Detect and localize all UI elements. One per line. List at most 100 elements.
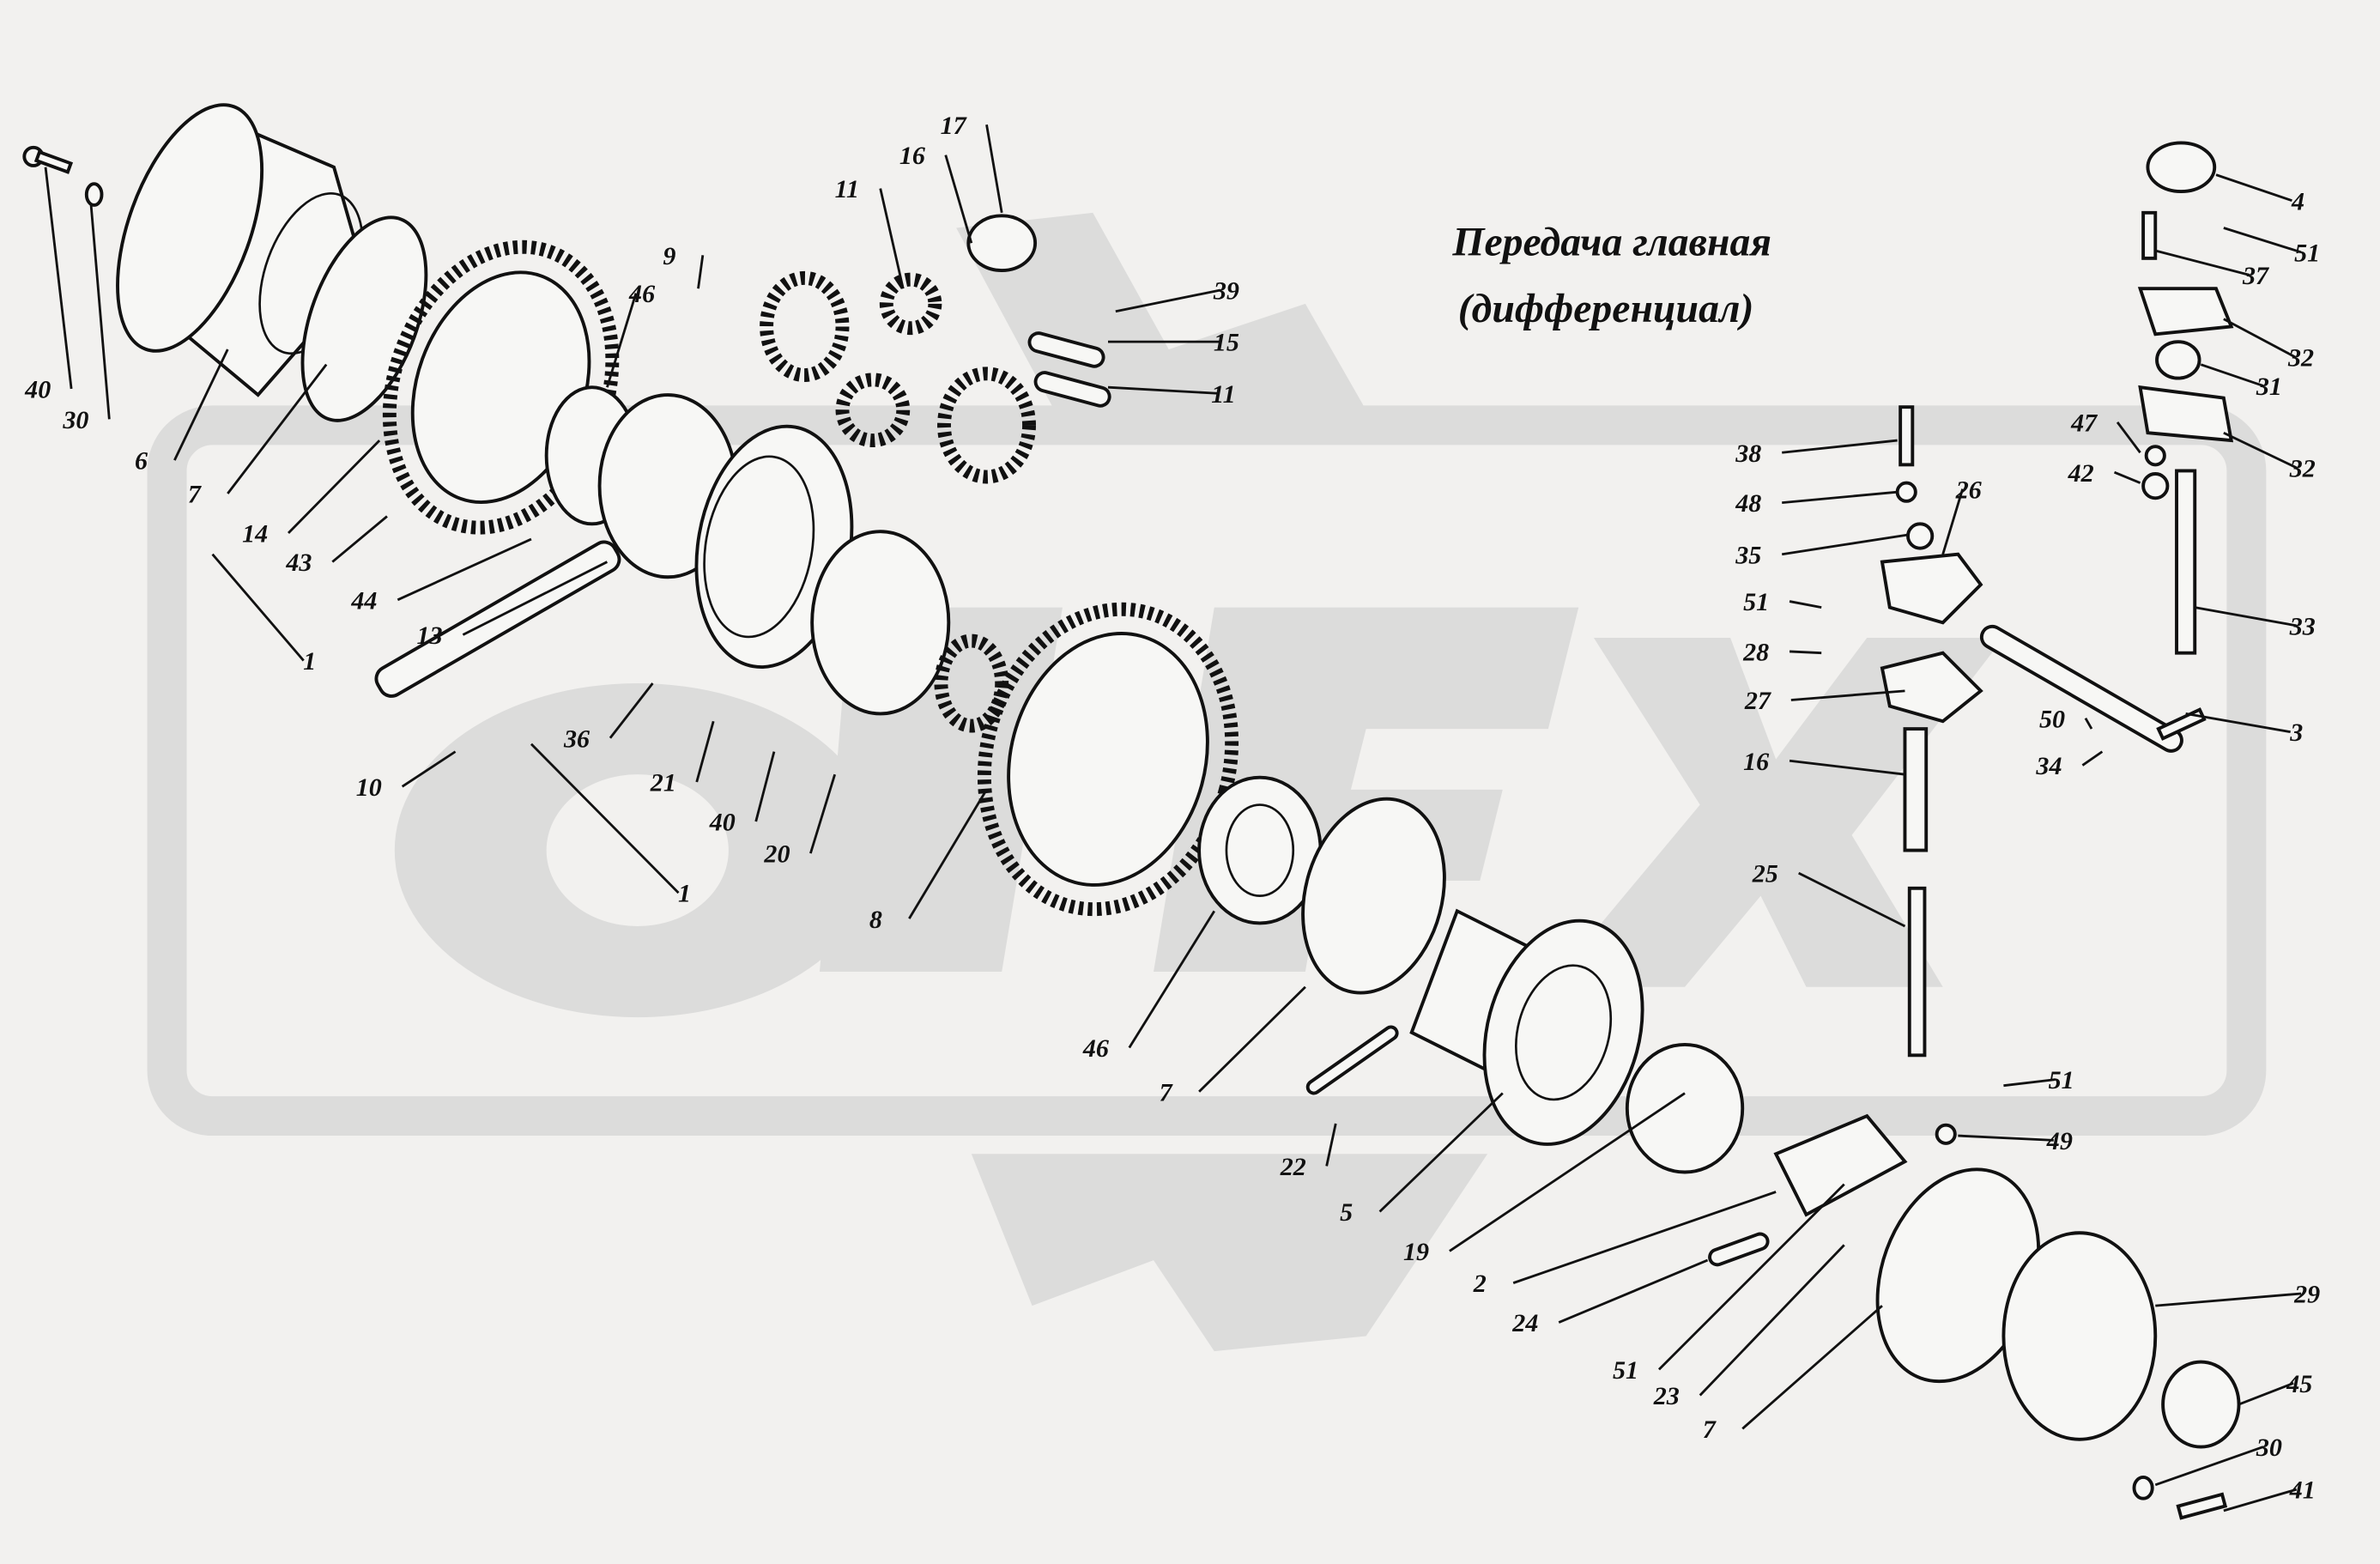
leader-line — [1941, 488, 1965, 555]
leader-line — [1657, 1183, 1845, 1371]
leader-line — [211, 553, 305, 662]
callout-label-40: 40 — [24, 375, 51, 404]
callout-label-40: 40 — [709, 808, 736, 837]
spring-part — [1903, 727, 1929, 852]
leader-line — [1789, 650, 1822, 655]
bolt-part — [2141, 210, 2158, 260]
nut-part — [1906, 522, 1935, 550]
leader-line — [331, 515, 388, 563]
axle-part — [374, 540, 621, 698]
leader-line — [2081, 750, 2104, 767]
leader-line — [944, 155, 973, 244]
callout-label-25: 25 — [1752, 859, 1778, 888]
leader-line — [401, 750, 457, 788]
rod-part — [1907, 886, 1927, 1058]
plate-part — [1033, 371, 1111, 408]
leader-line — [1782, 490, 1898, 505]
washer-part — [2132, 1476, 2154, 1500]
bracket-part — [2137, 287, 2234, 336]
leader-line — [44, 167, 73, 390]
friction-lining-part — [1301, 797, 1446, 995]
leader-line — [754, 751, 776, 822]
leader-line — [173, 349, 229, 461]
shaft-part — [2175, 469, 2197, 655]
callout-label-28: 28 — [1742, 638, 1769, 667]
leader-line — [2084, 718, 2093, 730]
leader-line — [1699, 1244, 1845, 1397]
callout-label-23: 23 — [1653, 1381, 1680, 1410]
callout-label-47: 47 — [2070, 408, 2098, 437]
lever-part — [1773, 1113, 1908, 1217]
nut-part — [2141, 472, 2170, 500]
callout-label-45: 45 — [2286, 1369, 2312, 1398]
leader-line — [2003, 1078, 2056, 1088]
callout-label-15: 15 — [1214, 328, 1239, 357]
leader-line — [1325, 1123, 1337, 1167]
leader-line — [809, 773, 837, 854]
callout-label-20: 20 — [763, 840, 790, 869]
callout-label-7: 7 — [188, 480, 203, 509]
leader-line — [1782, 439, 1898, 454]
leader-line — [2223, 431, 2298, 470]
leader-line — [397, 537, 532, 602]
callout-label-16: 16 — [1743, 747, 1770, 776]
callout-label-7: 7 — [1160, 1077, 1174, 1106]
pin-part — [2156, 707, 2207, 741]
bolt-part — [2176, 1492, 2228, 1520]
leader-line — [2154, 1446, 2264, 1487]
callout-label-51: 51 — [1743, 587, 1769, 616]
callout-label-33: 33 — [2289, 611, 2316, 640]
leader-line — [697, 255, 705, 289]
callout-label-48: 48 — [1735, 488, 1761, 518]
callout-label-37: 37 — [2242, 261, 2270, 290]
bolt-part — [1899, 405, 1915, 467]
leader-line — [606, 293, 638, 388]
leader-line — [1558, 1258, 1709, 1324]
gasket-part — [2138, 385, 2234, 443]
callout-label-36: 36 — [563, 724, 590, 753]
plate-part — [1880, 651, 1983, 724]
leader-line — [2238, 1382, 2294, 1406]
leader-line — [462, 561, 609, 636]
washer-part — [1895, 481, 1917, 503]
callout-label-13: 13 — [416, 621, 442, 650]
callout-label-22: 22 — [1280, 1152, 1306, 1181]
washer-part — [84, 182, 104, 207]
callout-label-46: 46 — [1082, 1034, 1110, 1063]
leader-line — [1798, 871, 1906, 928]
leader-line — [2223, 227, 2302, 254]
leader-line — [1107, 385, 1218, 395]
callout-label-16: 16 — [899, 141, 926, 170]
side-gear-part — [760, 270, 850, 383]
callout-label-41: 41 — [2289, 1476, 2316, 1505]
callout-label-5: 5 — [1340, 1197, 1353, 1227]
bushing-part — [2155, 340, 2201, 380]
hub-part — [810, 530, 951, 716]
plate-part — [1027, 331, 1105, 368]
callout-label-21: 21 — [650, 768, 676, 797]
leader-line — [530, 743, 680, 894]
callout-label-31: 31 — [2256, 372, 2282, 401]
callout-label-9: 9 — [663, 241, 675, 270]
callout-label-6: 6 — [135, 446, 148, 476]
leader-line — [1198, 985, 1306, 1093]
leader-line — [1781, 533, 1910, 556]
leader-line — [2185, 712, 2291, 734]
cover-part — [2002, 1231, 2158, 1441]
callout-label-39: 39 — [1213, 276, 1239, 306]
leader-line — [227, 363, 328, 494]
callout-label-49: 49 — [2046, 1126, 2073, 1155]
callout-label-30: 30 — [2256, 1433, 2282, 1462]
leader-line — [985, 124, 1003, 214]
leader-line — [89, 204, 111, 420]
callout-label-44: 44 — [350, 585, 377, 615]
callout-label-11: 11 — [835, 174, 859, 203]
callout-label-1: 1 — [678, 879, 691, 908]
callout-label-51: 51 — [2049, 1065, 2074, 1094]
leader-line — [1958, 1134, 2054, 1142]
callout-label-19: 19 — [1403, 1237, 1429, 1266]
leader-line — [2113, 470, 2141, 484]
leader-line — [1512, 1191, 1777, 1284]
callout-label-17: 17 — [941, 111, 968, 140]
washer-part — [966, 214, 1038, 272]
